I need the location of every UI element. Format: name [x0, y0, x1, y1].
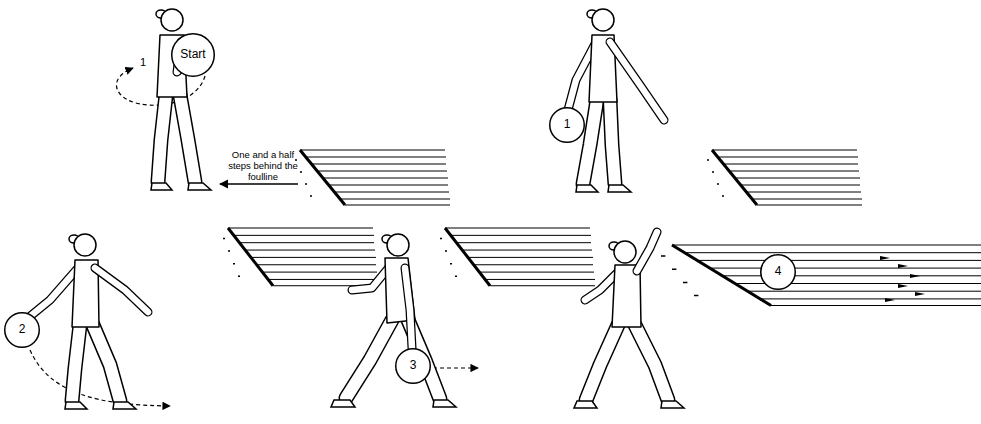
- bowling-ball: 4: [760, 254, 796, 290]
- bowling-lane: [661, 245, 981, 306]
- bowling-ball: 2: [4, 312, 40, 348]
- ball-circle: [172, 34, 215, 77]
- bowling-ball: 3: [395, 348, 431, 384]
- bowling-lane: [223, 228, 378, 286]
- bowler-figure: [331, 234, 478, 407]
- ball-circle: [5, 313, 40, 348]
- bowler-figure: [568, 9, 664, 192]
- callout-number: Start: [180, 48, 205, 61]
- step-number: 1: [136, 56, 150, 69]
- bowling-lane: [707, 150, 862, 205]
- bowling-lane: [440, 228, 595, 286]
- distance-note: One and a half steps behind the foulline: [224, 150, 302, 183]
- callout-number: 2: [19, 323, 26, 336]
- bowling-lane: [295, 150, 450, 205]
- callout-number: 3: [410, 359, 417, 372]
- callout-number: 1: [564, 118, 571, 131]
- callout-number: 4: [775, 265, 782, 278]
- ball-circle: [396, 349, 431, 384]
- bowler-figure: [28, 234, 170, 409]
- bowling-ball: 1: [549, 107, 585, 143]
- pin-arrows: [880, 256, 925, 302]
- ball-circle: [761, 255, 796, 290]
- distance-arrow: [220, 183, 298, 184]
- bowling-ball: Start: [171, 33, 215, 77]
- bowler-figure: [574, 232, 684, 408]
- ball-circle: [550, 108, 585, 143]
